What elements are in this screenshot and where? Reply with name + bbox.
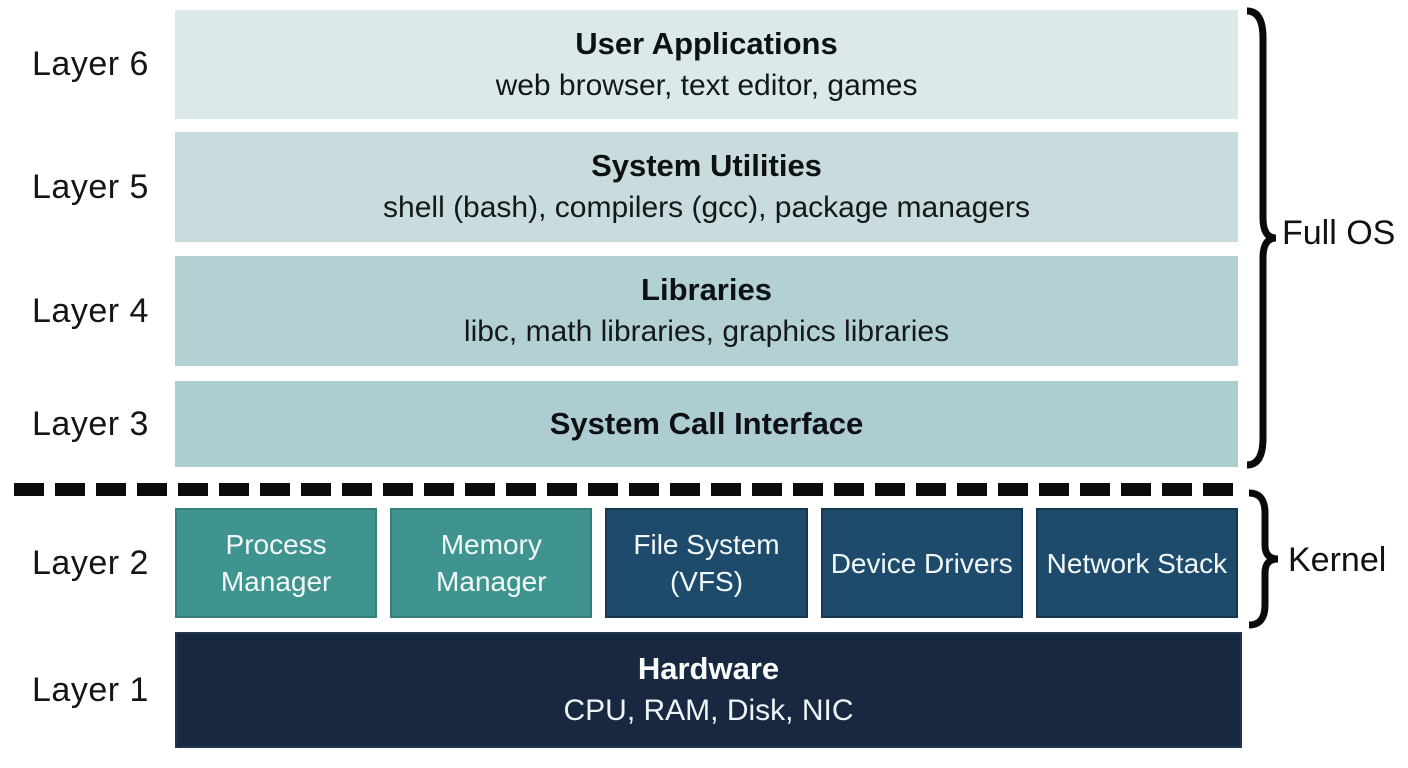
layer-1-row: Layer 1 Hardware CPU, RAM, Disk, NIC <box>0 632 1408 748</box>
memory-manager-box: Memory Manager <box>390 508 593 618</box>
device-drivers-box: Device Drivers <box>820 508 1023 618</box>
layer-4-label: Layer 4 <box>32 291 149 330</box>
system-call-interface-title: System Call Interface <box>549 406 864 441</box>
layer-2-label: Layer 2 <box>32 543 149 582</box>
libraries-subtitle: libc, math libraries, graphics libraries <box>463 315 950 348</box>
file-system-vfs-box: File System (VFS) <box>605 508 808 618</box>
libraries-title: Libraries <box>641 272 772 307</box>
kernel-brace <box>1248 489 1279 629</box>
system-utilities-title: System Utilities <box>591 148 822 183</box>
layer-6-label: Layer 6 <box>32 45 149 83</box>
network-stack-box: Network Stack <box>1035 508 1239 618</box>
user-applications-box: User Applications web browser, text edit… <box>175 10 1238 119</box>
system-call-interface-box: System Call Interface <box>175 381 1238 467</box>
full-os-brace <box>1246 7 1277 469</box>
full-os-label: Full OS <box>1282 214 1396 252</box>
layer-5-row: Layer 5 System Utilities shell (bash), c… <box>0 132 1408 242</box>
kernel-modules-row: Process Manager Memory Manager File Syst… <box>175 508 1239 618</box>
user-applications-title: User Applications <box>575 25 838 61</box>
layer-5-label: Layer 5 <box>32 167 149 206</box>
layer-2-row: Layer 2 Process Manager Memory Manager F… <box>0 508 1408 618</box>
layer-1-label: Layer 1 <box>32 670 149 709</box>
user-applications-subtitle: web browser, text editor, games <box>495 68 918 102</box>
system-utilities-box: System Utilities shell (bash), compilers… <box>175 132 1238 242</box>
hardware-subtitle: CPU, RAM, Disk, NIC <box>563 694 854 727</box>
libraries-box: Libraries libc, math libraries, graphics… <box>175 256 1238 366</box>
layer-3-label: Layer 3 <box>32 404 149 443</box>
hardware-box: Hardware CPU, RAM, Disk, NIC <box>175 632 1242 748</box>
layer-4-row: Layer 4 Libraries libc, math libraries, … <box>0 256 1408 366</box>
kernel-boundary-dashed-line <box>14 483 1234 496</box>
system-utilities-subtitle: shell (bash), compilers (gcc), package m… <box>383 191 1030 224</box>
kernel-label: Kernel <box>1288 541 1387 579</box>
hardware-title: Hardware <box>637 651 780 686</box>
layer-6-row: Layer 6 User Applications web browser, t… <box>0 10 1408 119</box>
process-manager-box: Process Manager <box>175 508 378 618</box>
layer-3-row: Layer 3 System Call Interface <box>0 381 1408 467</box>
